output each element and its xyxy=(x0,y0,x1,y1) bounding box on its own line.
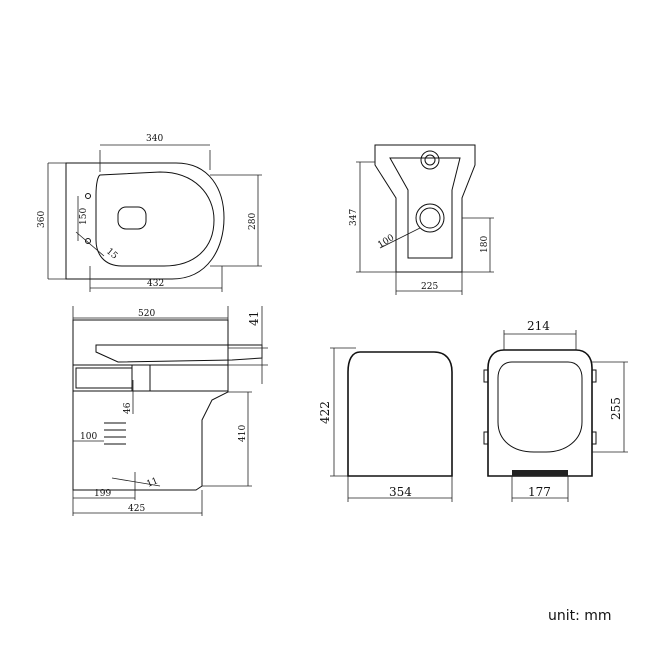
rear-view-dim-347: 347 xyxy=(349,209,359,226)
unit-label: unit: mm xyxy=(548,608,612,624)
rear-view-dim-180: 180 xyxy=(480,236,490,253)
seat-underside-bumper-tl xyxy=(483,369,489,383)
top-view-bowl-outline xyxy=(65,162,225,280)
rear-view-inlet-outer xyxy=(420,150,440,170)
rear-view-inner-channel xyxy=(389,157,461,259)
seat-front-dim-354: 354 xyxy=(389,485,412,499)
top-view-flush-opening xyxy=(117,206,147,230)
top-view-dim-360: 360 xyxy=(37,211,47,228)
seat-underside-bumper-bl xyxy=(483,431,489,445)
side-view-dim-199: 199 xyxy=(94,489,111,499)
seat-underside-bumper-br xyxy=(591,431,597,445)
side-view-lid xyxy=(95,344,263,363)
side-view-dim-520: 520 xyxy=(138,309,155,319)
seat-front-outline xyxy=(347,351,453,477)
seat-underside-dim-177: 177 xyxy=(528,485,551,499)
top-view-fixing-hole-upper xyxy=(85,193,91,199)
rear-view: 347 100 180 225 xyxy=(349,144,494,295)
top-view: 340 360 280 150 15 432 xyxy=(37,134,262,292)
seat-underside-dim-214: 214 xyxy=(527,319,550,333)
side-view: 520 41 46 410 100 11 199 425 xyxy=(72,306,268,516)
side-view-dim-41: 41 xyxy=(247,311,261,326)
seat-front-view: 422 354 xyxy=(318,347,453,502)
top-view-dim-150: 150 xyxy=(79,208,89,225)
rear-view-inlet-inner xyxy=(424,154,436,166)
seat-underside-bumper-tr xyxy=(591,369,597,383)
side-view-dim-46: 46 xyxy=(123,402,133,414)
seat-underside-dim-255: 255 xyxy=(609,397,623,420)
side-view-dim-410: 410 xyxy=(238,425,248,442)
seat-underside-hinge xyxy=(512,470,568,476)
rear-view-outlet-inner xyxy=(419,207,441,229)
seat-underside-outline xyxy=(487,349,593,477)
seat-underside-inner-ring xyxy=(497,361,583,453)
side-view-outlet-pipe xyxy=(104,422,126,445)
top-view-fixing-hole-lower xyxy=(85,238,91,244)
top-view-inner-bowl xyxy=(95,171,215,267)
rear-view-dim-100: 100 xyxy=(376,233,396,251)
side-view-dim-100: 100 xyxy=(80,432,97,442)
rear-view-outline xyxy=(374,144,476,273)
side-view-seat-inner xyxy=(75,367,133,389)
seat-underside-view: 214 255 177 xyxy=(483,319,628,502)
rear-view-dim-225: 225 xyxy=(421,282,438,292)
top-view-dim-340: 340 xyxy=(146,134,163,144)
side-view-dim-11: 11 xyxy=(145,476,159,490)
side-view-dim-425: 425 xyxy=(128,504,145,514)
top-view-dim-432: 432 xyxy=(147,279,164,289)
side-view-pan-outline xyxy=(72,319,229,491)
seat-front-dim-422: 422 xyxy=(318,401,332,424)
top-view-dim-15: 15 xyxy=(104,247,119,262)
top-view-dim-280: 280 xyxy=(248,213,258,230)
rear-view-outlet-outer xyxy=(415,203,445,233)
